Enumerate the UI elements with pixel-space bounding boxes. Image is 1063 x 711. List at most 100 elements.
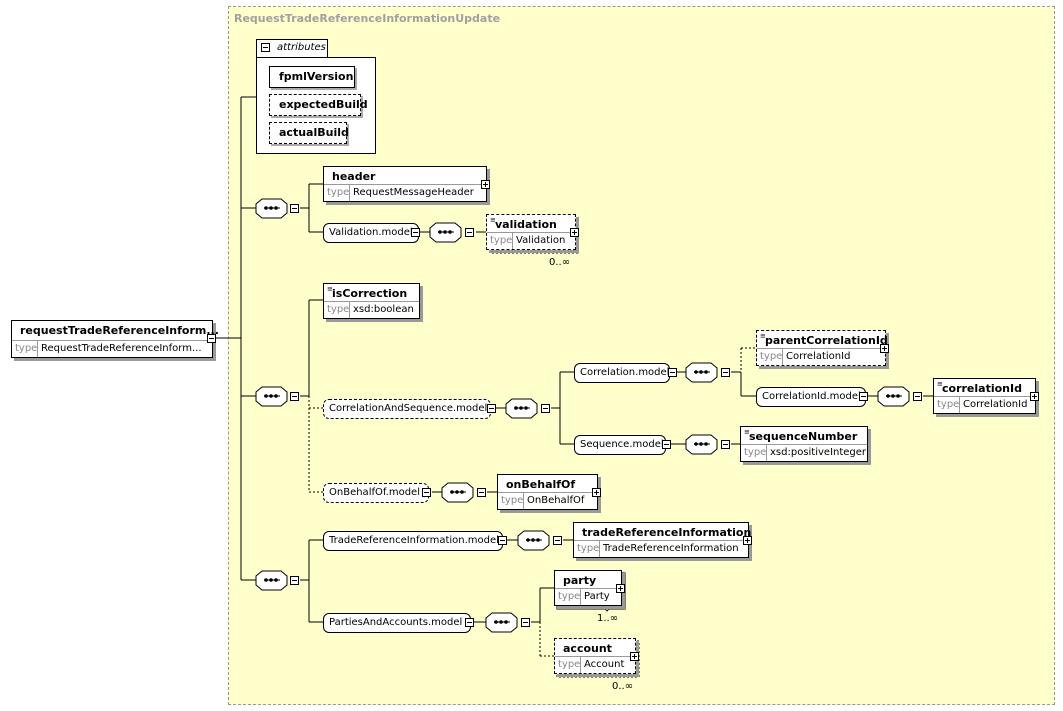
cardinality: 0..∞ [612, 681, 634, 692]
expand-toggle[interactable] [592, 488, 601, 497]
type-key: type [574, 541, 600, 557]
group-collapse-toggle[interactable] [422, 488, 431, 497]
group-validation-model[interactable]: Validation.model [323, 223, 419, 243]
type-key: type [324, 302, 350, 318]
sequence-compositor[interactable] [255, 198, 288, 219]
group-collapse-toggle[interactable] [411, 228, 420, 237]
list-icon: ≡ [744, 428, 750, 436]
type-key: type [487, 233, 513, 249]
sequence-compositor[interactable] [255, 570, 288, 591]
list-icon: ≡ [490, 216, 496, 224]
element-name: account [563, 642, 612, 655]
attributes-tab-label: attributes [277, 42, 326, 53]
expand-toggle[interactable] [570, 228, 579, 237]
sequence-compositor[interactable] [429, 222, 462, 243]
expand-toggle[interactable] [616, 584, 625, 593]
group-partiesandaccounts-model[interactable]: PartiesAndAccounts.model [323, 613, 471, 633]
type-key: type [12, 341, 38, 357]
element-name: parentCorrelationId [765, 334, 888, 347]
sequence-compositor[interactable] [877, 386, 910, 407]
sequence-collapse-toggle[interactable] [521, 618, 530, 627]
attribute-actualBuild[interactable]: actualBuild [269, 122, 349, 144]
sequence-collapse-toggle[interactable] [553, 536, 562, 545]
sequence-compositor[interactable] [485, 612, 518, 633]
sequence-collapse-toggle[interactable] [541, 404, 550, 413]
group-collapse-toggle[interactable] [465, 618, 474, 627]
group-correlation-model[interactable]: Correlation.model [574, 363, 670, 383]
element-type: Party [584, 591, 610, 602]
expand-toggle[interactable] [1030, 392, 1039, 401]
attributes-collapse-toggle[interactable] [261, 43, 270, 52]
type-key: type [555, 589, 581, 605]
sequence-collapse-toggle[interactable] [477, 488, 486, 497]
group-correlation-and-sequence-model[interactable]: CorrelationAndSequence.model [323, 399, 491, 419]
element-type: xsd:positiveInteger [770, 447, 867, 458]
group-sequence-model[interactable]: Sequence.model [574, 435, 666, 455]
group-collapse-toggle[interactable] [487, 404, 496, 413]
group-collapse-toggle[interactable] [668, 368, 677, 377]
expand-toggle[interactable] [880, 344, 889, 353]
element-name: header [332, 170, 376, 183]
region-title: RequestTradeReferenceInformationUpdate [234, 12, 501, 25]
type-key: type [324, 185, 350, 201]
sequence-collapse-toggle[interactable] [290, 204, 299, 213]
group-collapse-toggle[interactable] [662, 440, 671, 449]
sequence-compositor[interactable] [517, 530, 550, 551]
element-type: CorrelationId [963, 399, 1028, 410]
type-key: type [934, 397, 960, 413]
element-name: validation [495, 218, 557, 231]
attribute-expectedBuild[interactable]: expectedBuild [269, 94, 368, 116]
sequence-compositor[interactable] [441, 482, 474, 503]
group-collapse-toggle[interactable] [498, 536, 507, 545]
type-key: type [498, 493, 524, 509]
group-onbehalfof-model[interactable]: OnBehalfOf.model [323, 483, 429, 503]
expand-toggle[interactable] [481, 180, 490, 189]
expand-toggle[interactable] [630, 652, 639, 661]
list-icon: ≡ [760, 332, 766, 340]
element-name: party [563, 574, 597, 587]
sequence-collapse-toggle[interactable] [465, 228, 474, 237]
group-collapse-toggle[interactable] [859, 392, 868, 401]
sequence-collapse-toggle[interactable] [721, 368, 730, 377]
cardinality: 0..∞ [549, 257, 571, 268]
list-icon: ≡ [937, 380, 943, 388]
sequence-collapse-toggle[interactable] [721, 440, 730, 449]
element-name: isCorrection [332, 287, 408, 300]
group-correlationid-model[interactable]: CorrelationId.model [756, 387, 866, 407]
group-tradereferenceinformation-model[interactable]: TradeReferenceInformation.model [323, 531, 503, 551]
type-key: type [555, 657, 581, 673]
sequence-compositor[interactable] [255, 386, 288, 407]
list-icon: ≡ [327, 285, 333, 293]
element-type: Account [584, 659, 625, 670]
root-element-name: requestTradeReferenceInform... [20, 324, 219, 337]
root-element-type: RequestTradeReferenceInform... [41, 343, 202, 354]
sequence-compositor[interactable] [685, 434, 718, 455]
sequence-collapse-toggle[interactable] [290, 392, 299, 401]
attribute-fpmlVersion[interactable]: fpmlVersion [269, 66, 355, 88]
element-type: Validation [516, 235, 566, 246]
sequence-compositor[interactable] [505, 398, 538, 419]
collapse-toggle[interactable] [207, 334, 216, 343]
sequence-collapse-toggle[interactable] [290, 576, 299, 585]
sequence-collapse-toggle[interactable] [913, 392, 922, 401]
cardinality: 1..∞ [597, 613, 619, 624]
element-type: OnBehalfOf [527, 495, 585, 506]
element-type: RequestMessageHeader [353, 187, 474, 198]
type-key: type [757, 349, 783, 365]
element-type: TradeReferenceInformation [603, 543, 739, 554]
type-key: type [741, 445, 767, 461]
expand-toggle[interactable] [743, 536, 752, 545]
element-name: sequenceNumber [749, 430, 858, 443]
sequence-compositor[interactable] [685, 362, 718, 383]
